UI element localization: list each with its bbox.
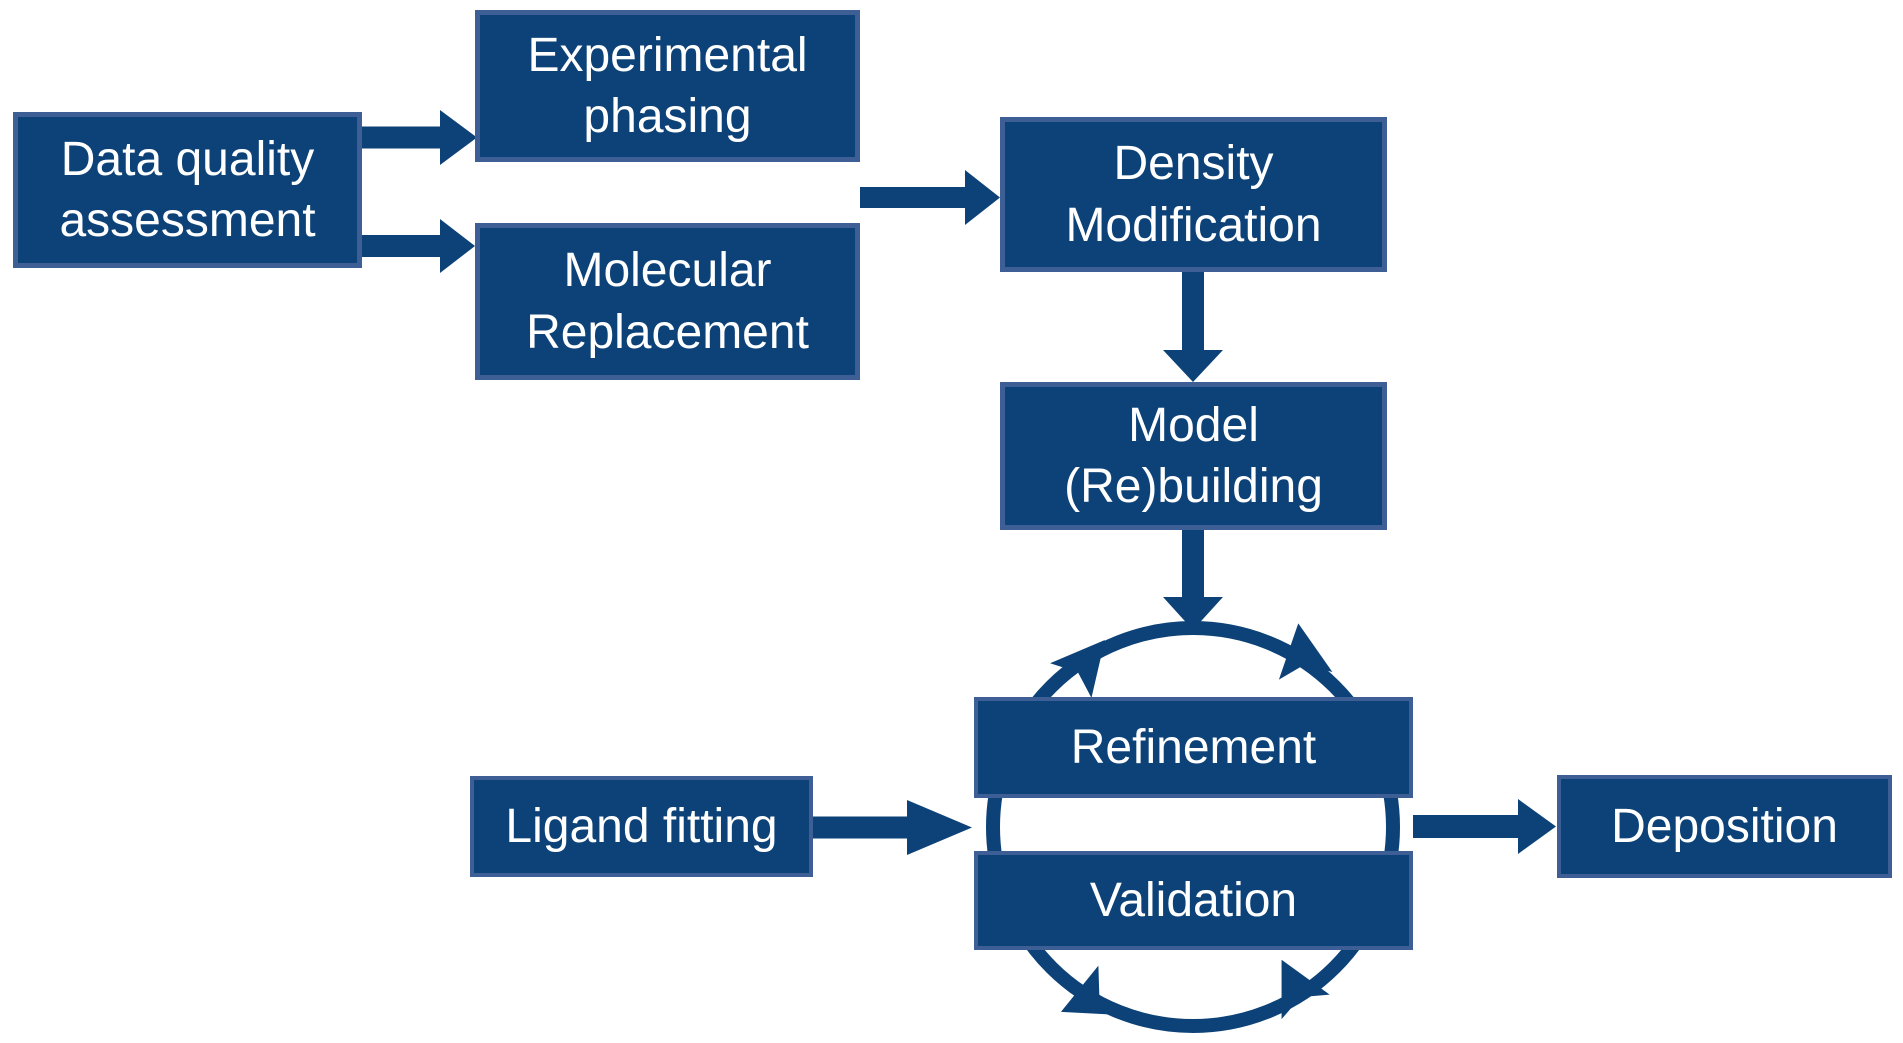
cycle-arrowhead-bottom-left: [1060, 965, 1121, 1015]
node-ligand-fitting: Ligand fitting: [470, 776, 813, 877]
node-deposition: Deposition: [1557, 775, 1892, 878]
node-model-rebuilding: Model (Re)building: [1000, 382, 1387, 530]
node-density-modification: Density Modification: [1000, 117, 1387, 272]
cycle-arrowhead-bottom-right: [1281, 959, 1330, 1020]
node-refinement: Refinement: [974, 697, 1413, 798]
arrow-ligand-to-cycle: [813, 800, 972, 855]
arrow-model-to-cycle: [1163, 530, 1223, 630]
cycle-ring: [986, 621, 1400, 1033]
arrow-dqa-to-molecular-replacement: [362, 219, 475, 273]
node-molecular-replacement: Molecular Replacement: [475, 223, 860, 380]
arrow-to-density-modification: [860, 170, 1000, 225]
cycle-arrowhead-top-right: [1278, 623, 1333, 680]
arrow-cycle-to-deposition: [1413, 799, 1556, 854]
node-data-quality-assessment: Data quality assessment: [13, 112, 362, 268]
node-validation: Validation: [974, 851, 1413, 950]
arrow-dm-to-model-rebuilding: [1163, 272, 1223, 382]
node-experimental-phasing: Experimental phasing: [475, 10, 860, 162]
arrow-dqa-to-experimental-phasing: [362, 110, 477, 165]
cycle-arrowhead-top-left: [1050, 639, 1105, 698]
